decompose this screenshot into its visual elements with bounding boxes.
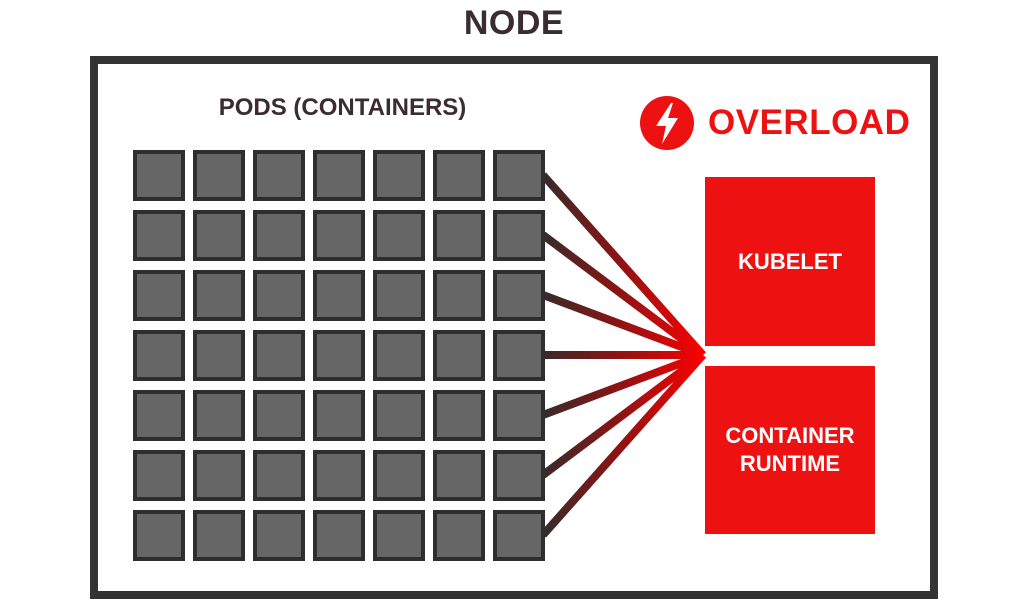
connection-line	[540, 351, 706, 479]
pod	[133, 390, 185, 441]
pods-title: PODS (CONTAINERS)	[218, 94, 467, 121]
pod	[313, 450, 365, 501]
pod-grid	[133, 150, 545, 561]
pod	[133, 210, 185, 261]
pod	[493, 390, 545, 441]
pod	[313, 150, 365, 201]
pod	[493, 450, 545, 501]
pod	[253, 210, 305, 261]
pod	[313, 510, 365, 561]
pod	[493, 330, 545, 381]
connection-line	[540, 172, 706, 358]
pod	[133, 330, 185, 381]
pod	[193, 330, 245, 381]
pod	[433, 210, 485, 261]
pod	[133, 510, 185, 561]
pod	[493, 510, 545, 561]
pod	[313, 270, 365, 321]
pod	[253, 150, 305, 201]
connection-line	[540, 231, 706, 359]
pod	[433, 390, 485, 441]
connection-line	[540, 352, 706, 538]
overload-label: OVERLOAD	[708, 103, 911, 142]
container-runtime-label: CONTAINER RUNTIME	[725, 422, 854, 478]
pod	[433, 450, 485, 501]
pod	[313, 330, 365, 381]
container-runtime-label-line1: CONTAINER	[725, 423, 855, 448]
pod	[373, 270, 425, 321]
pod	[373, 330, 425, 381]
pod	[313, 390, 365, 441]
pod	[253, 510, 305, 561]
pod	[493, 150, 545, 201]
pod	[193, 270, 245, 321]
connection-line	[541, 351, 705, 419]
pod	[193, 510, 245, 561]
container-runtime-box: CONTAINER RUNTIME	[705, 366, 875, 534]
pod	[253, 390, 305, 441]
pod	[433, 270, 485, 321]
pod	[193, 390, 245, 441]
pod	[373, 210, 425, 261]
pod	[133, 270, 185, 321]
connection-lines	[540, 172, 706, 538]
pod	[493, 210, 545, 261]
container-runtime-label-line2: RUNTIME	[739, 451, 841, 476]
pod	[493, 270, 545, 321]
lightning-bolt-icon	[640, 96, 694, 150]
pod	[193, 150, 245, 201]
pod	[253, 270, 305, 321]
pod	[253, 450, 305, 501]
pod	[373, 450, 425, 501]
kubelet-label: KUBELET	[738, 248, 842, 274]
pod	[373, 510, 425, 561]
node-title: NODE	[463, 4, 565, 42]
overload-indicator: OVERLOAD	[640, 96, 910, 150]
pod	[433, 330, 485, 381]
kubelet-box: KUBELET	[705, 177, 875, 346]
pod	[133, 150, 185, 201]
pod	[433, 150, 485, 201]
pod	[193, 450, 245, 501]
connection-line	[541, 291, 705, 359]
pod	[373, 150, 425, 201]
pod	[193, 210, 245, 261]
pod	[133, 450, 185, 501]
pod	[373, 390, 425, 441]
pod	[253, 330, 305, 381]
pod	[433, 510, 485, 561]
pod	[313, 210, 365, 261]
